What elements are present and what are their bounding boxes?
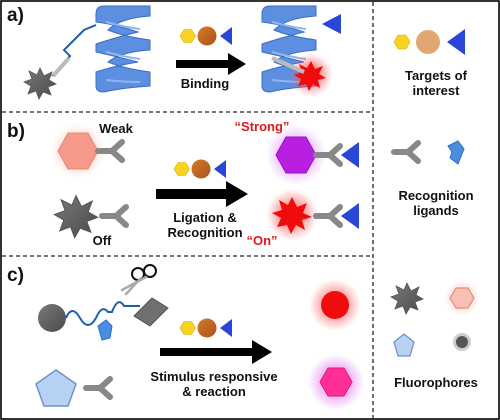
panel-a-arrow	[176, 53, 246, 75]
panel-c-letter: c)	[7, 265, 24, 286]
red-circle-result	[309, 279, 361, 331]
panel-a-probe	[23, 24, 97, 100]
panel-c-arrow	[160, 340, 272, 364]
off-label: Off	[93, 233, 112, 248]
scissors-icon	[120, 264, 157, 296]
panel-b-letter: b)	[7, 121, 25, 142]
bound-triangle-target	[341, 142, 359, 168]
legend-fluorophores-label: Fluorophores	[394, 375, 478, 390]
panel-b-arrow	[156, 181, 248, 207]
y-ligand-icon	[316, 207, 340, 225]
y-ligand-icon	[86, 379, 110, 397]
sunburst-quencher-icon	[53, 195, 99, 239]
probe-linker	[51, 56, 71, 78]
bound-triangle-target	[322, 14, 341, 34]
pink-hexagon-icon	[449, 287, 475, 309]
legend-ligands-line-2: ligands	[413, 203, 459, 218]
y-ligand-icon	[102, 207, 126, 225]
chevron-ligand-icon	[97, 319, 113, 341]
on-result	[266, 189, 359, 241]
red-sunburst-fluorophore	[272, 197, 312, 234]
pentagon-probe	[35, 369, 110, 407]
yellow-hexagon-icon	[393, 34, 411, 50]
legend-ligands-line-1: Recognition	[398, 188, 473, 203]
panel-a-letter: a)	[7, 5, 24, 26]
on-label: “On”	[246, 233, 277, 248]
strong-label: “Strong”	[235, 119, 290, 134]
chevron-ligand-icon	[447, 140, 465, 165]
panel-a-active-fluorophore	[271, 53, 333, 97]
active-probe-linker	[271, 56, 305, 74]
pentagon-fluorophore-icon	[393, 333, 415, 357]
sunburst-fluorophore-icon	[390, 282, 424, 315]
folded-receptor-left	[95, 5, 151, 93]
pentagon-fluorophore-icon	[35, 369, 77, 407]
blue-triangle-icon	[447, 29, 465, 55]
grey-diamond-fluorophore	[133, 297, 169, 327]
panel-c-targets	[179, 318, 233, 338]
pink-hexagon-result	[308, 354, 364, 410]
panel-b-arrow-label-2: Recognition	[167, 225, 242, 240]
panel-a-arrow-label: Binding	[181, 76, 229, 91]
weak-probe	[50, 123, 122, 179]
weak-label: Weak	[99, 121, 133, 136]
dark-circle-icon	[453, 333, 471, 351]
panel-b-arrow-label-1: Ligation &	[173, 210, 237, 225]
off-probe	[53, 195, 126, 239]
strong-result	[266, 125, 359, 185]
legend-targets-line-1: Targets of	[405, 68, 468, 83]
y-ligand-icon	[394, 143, 418, 161]
panel-a-targets	[179, 26, 233, 46]
orange-circle-icon	[416, 30, 440, 54]
sunburst-fluorophore-icon	[23, 67, 57, 100]
legend-ligands: Recognition ligands	[394, 141, 474, 218]
legend-targets-line-2: interest	[413, 83, 461, 98]
bound-triangle-target	[341, 203, 359, 229]
legend-fluorophores: Fluorophores	[390, 280, 480, 390]
cleavable-probe	[38, 297, 169, 341]
panel-c-arrow-label-2: & reaction	[182, 384, 246, 399]
dark-circle-quencher	[38, 304, 66, 332]
panel-c-arrow-label-1: Stimulus responsive	[150, 369, 277, 384]
panel-b-targets	[173, 159, 227, 179]
cleavable-tether	[65, 301, 140, 326]
legend-targets: Targets of interest	[393, 29, 468, 98]
